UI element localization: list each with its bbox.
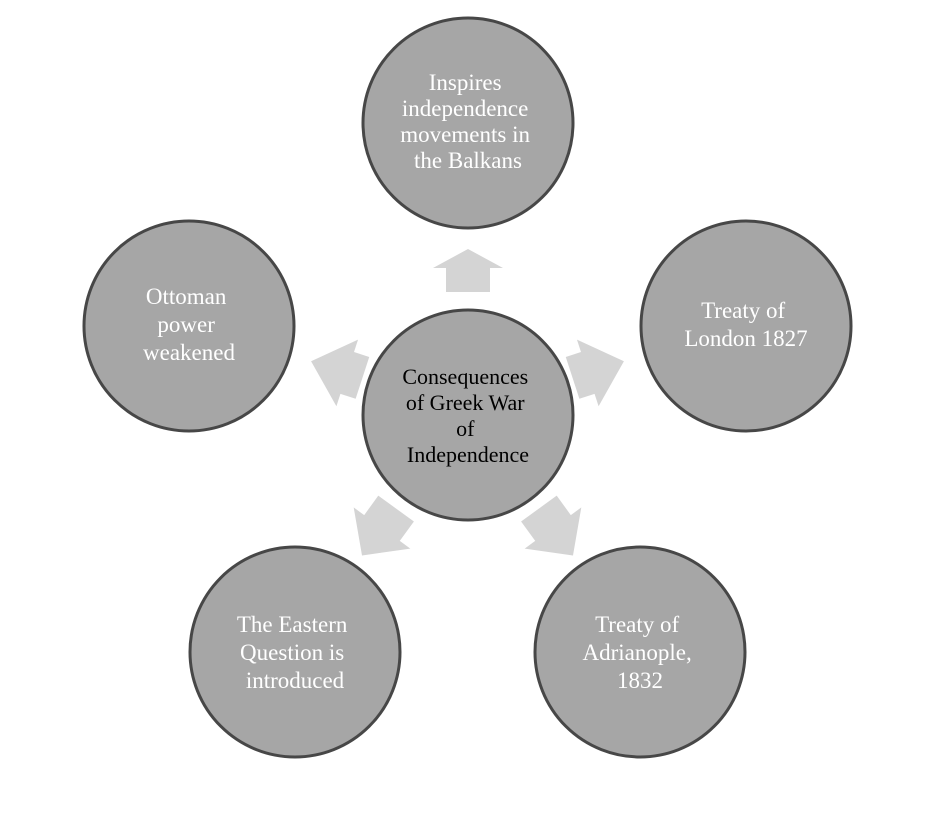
node-label: The Eastern Question is introduced: [237, 612, 353, 693]
arrows: [311, 249, 624, 556]
node-line: the Balkans: [414, 148, 522, 173]
node-circle: [82, 219, 296, 433]
arrow-to-adrianople: [521, 495, 582, 556]
center-circle: [361, 308, 575, 522]
node-line: 1832: [617, 668, 663, 693]
node-line: independence: [402, 96, 528, 121]
node-label: Ottoman power weakened: [143, 284, 235, 365]
node-line: Inspires: [429, 70, 502, 95]
node-label: Treaty of Adrianople, 1832: [583, 612, 698, 693]
node-line: Adrianople,: [583, 640, 692, 665]
node-line: Ottoman: [146, 284, 227, 309]
center-label: Consequences of Greek War of Independenc…: [402, 364, 533, 467]
arrow-to-london: [565, 339, 624, 407]
center-line: of: [456, 416, 475, 441]
node-circle: [533, 545, 747, 759]
node-balkans: Inspires independence movements in the B…: [361, 16, 575, 230]
node-eastern-question: The Eastern Question is introduced: [188, 545, 402, 759]
center-node: Consequences of Greek War of Independenc…: [361, 308, 575, 522]
node-line: Treaty of: [701, 298, 785, 323]
node-london: Treaty of London 1827: [639, 219, 853, 433]
node-line: movements in: [400, 122, 530, 147]
node-line: weakened: [143, 340, 235, 365]
arrow-to-eastern-question: [353, 495, 414, 556]
node-line: power: [157, 312, 215, 337]
node-line: The Eastern: [237, 612, 348, 637]
node-adrianople: Treaty of Adrianople, 1832: [533, 545, 747, 759]
center-line: Consequences: [402, 364, 528, 389]
arrow-to-ottoman: [311, 339, 370, 407]
node-circle: [361, 16, 575, 230]
node-line: London 1827: [684, 326, 807, 351]
node-ottoman: Ottoman power weakened: [82, 219, 296, 433]
node-circle: [639, 219, 853, 433]
node-line: introduced: [246, 668, 345, 693]
node-line: Question is: [240, 640, 344, 665]
node-line: Treaty of: [595, 612, 679, 637]
center-line: of Greek War: [406, 390, 525, 415]
center-line: Independence: [407, 442, 529, 467]
node-label: Inspires independence movements in the B…: [400, 70, 535, 173]
arrow-to-balkans: [433, 249, 503, 292]
node-label: Treaty of London 1827: [684, 298, 807, 351]
node-circle: [188, 545, 402, 759]
